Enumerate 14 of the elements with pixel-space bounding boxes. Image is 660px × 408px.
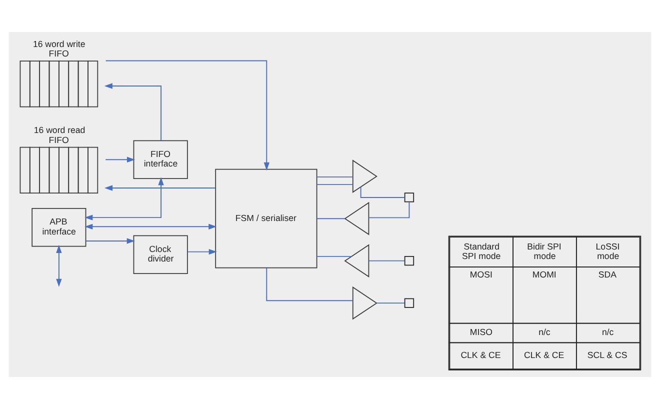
node-label: 16 word write FIFO [32,38,86,58]
label: CLK & CE [524,350,564,360]
label: SCL & CS [587,350,628,360]
label: MOMI [532,269,556,280]
label: Standard SPI mode [462,240,501,261]
label: n/c [538,326,550,337]
label: n/c [602,326,614,337]
label: MOSI [470,269,492,280]
label: SDA [598,269,617,280]
label: Bidir SPI mode [527,240,562,261]
label: LoSSI mode [596,240,620,261]
node-label: 16 word read FIFO [34,124,86,144]
label: MISO [470,326,492,337]
label: CLK & CE [460,350,501,360]
